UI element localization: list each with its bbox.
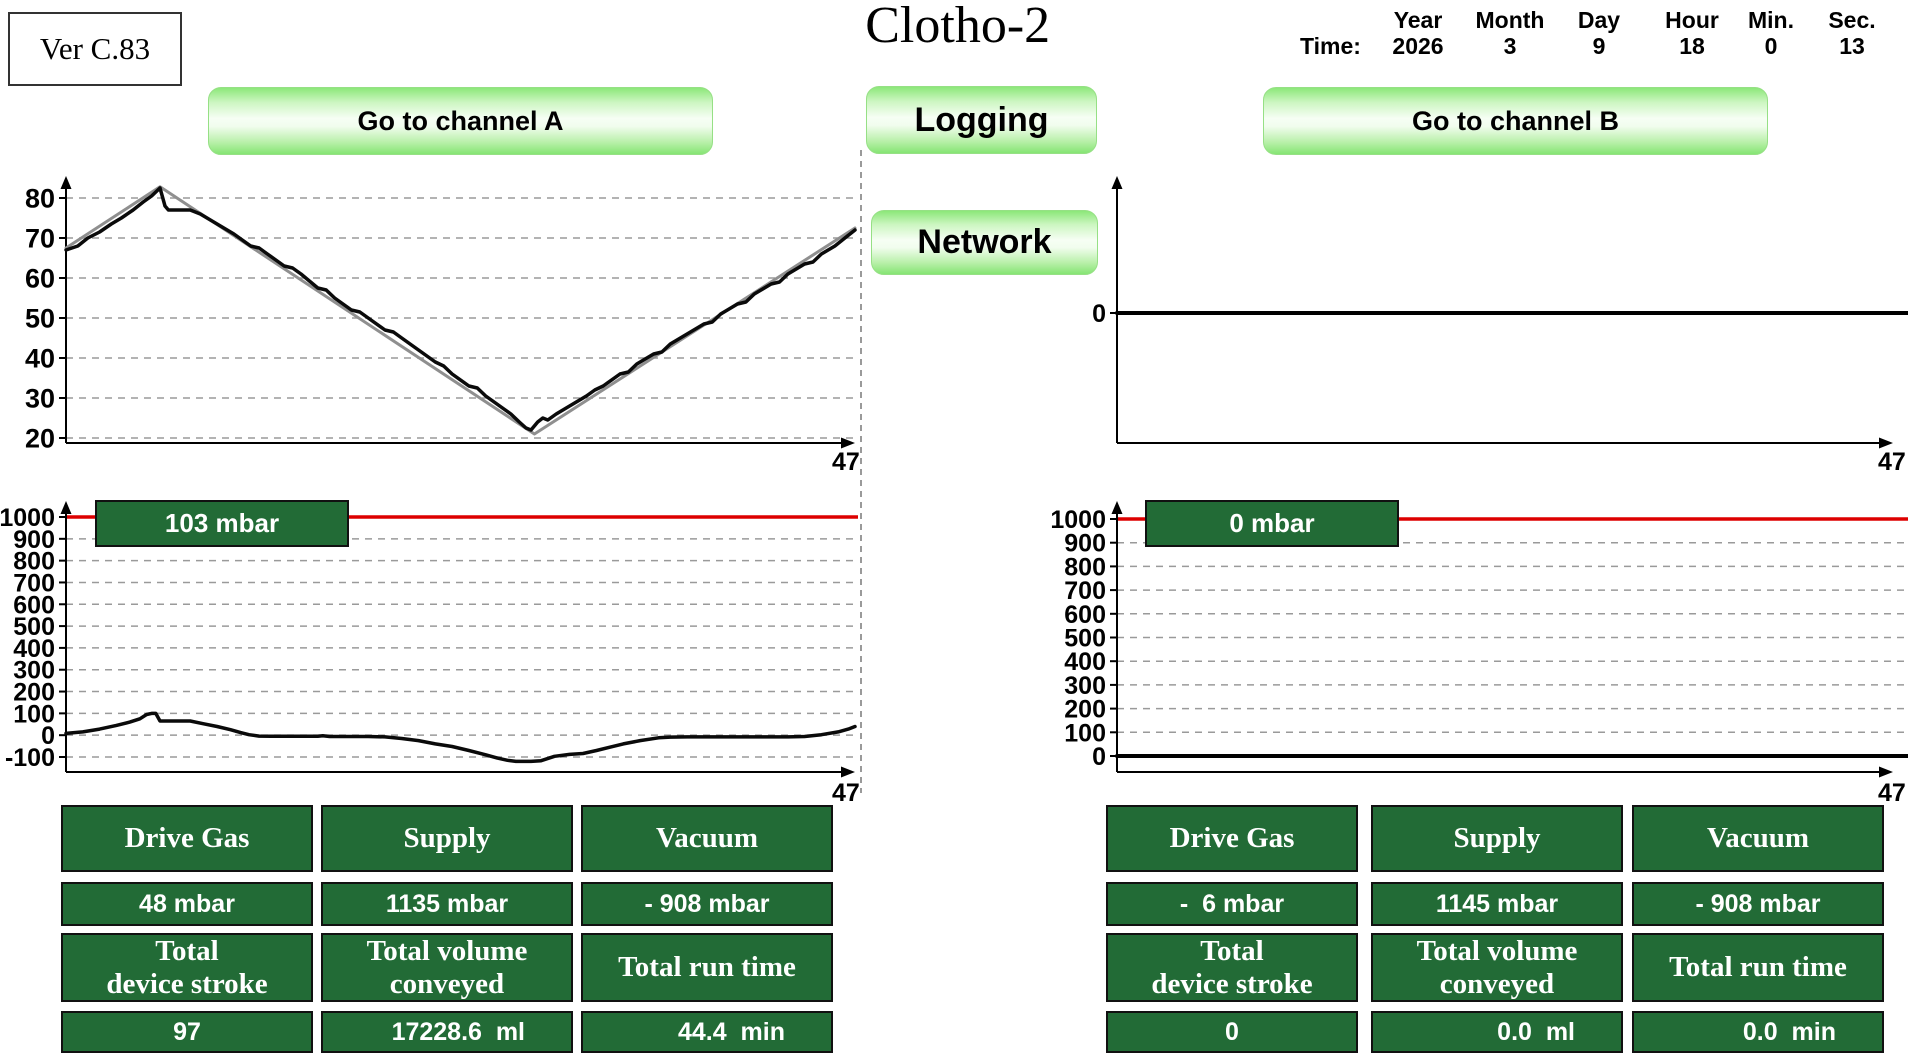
table-a-value-total-stroke: 97 [61,1011,313,1053]
table-a-value-total-volume: 17228.6 ml [321,1011,573,1053]
svg-text:300: 300 [13,657,55,685]
network-button[interactable]: Network [871,210,1098,275]
svg-text:20: 20 [25,424,55,454]
table-b-value-drive-gas: - 6 mbar [1106,882,1358,926]
version-label: Ver C.83 [39,31,151,66]
chart-channel-b-flow: 0 [1092,176,1908,449]
table-a-header-total-runtime: Total run time [581,933,833,1002]
svg-text:70: 70 [25,224,55,254]
logging-button[interactable]: Logging [866,86,1097,154]
svg-text:500: 500 [1064,625,1106,653]
time-field-label: Year [1393,7,1443,33]
svg-text:800: 800 [1064,553,1106,581]
time-field-month: Month 3 [1462,7,1558,59]
svg-text:0: 0 [1092,300,1106,328]
time-field-hour: Hour 18 [1644,7,1740,59]
svg-text:1000: 1000 [0,504,55,532]
svg-text:50: 50 [25,304,55,334]
table-b-value-vacuum: - 908 mbar [1632,882,1884,926]
svg-text:400: 400 [1064,648,1106,676]
svg-text:600: 600 [1064,601,1106,629]
time-field-label: Sec. [1828,7,1876,33]
time-field-min: Min. 0 [1723,7,1819,59]
time-field-value: 2026 [1392,33,1444,59]
time-field-label: Day [1577,7,1621,33]
time-field-sec: Sec. 13 [1804,7,1900,59]
time-field-year: Year 2026 [1370,7,1466,59]
time-field-label: Month [1475,7,1545,33]
svg-text:0: 0 [1092,743,1106,771]
x-axis-max-label: 47 [1878,779,1906,807]
table-b-value-total-runtime: 0.0 min [1632,1011,1884,1053]
svg-text:800: 800 [13,548,55,576]
svg-text:700: 700 [13,569,55,597]
time-field-day: Day 9 [1551,7,1647,59]
svg-text:200: 200 [13,679,55,707]
x-axis-max-label: 47 [1878,448,1906,476]
time-field-label: Hour [1665,7,1719,33]
table-b-header-drive-gas: Drive Gas [1106,805,1358,872]
page-title: Clotho-2 [865,0,1051,54]
chart-channel-a-flow: 20 30 40 50 60 70 80 [25,176,858,454]
table-b-header-total-stroke: Total device stroke [1106,933,1358,1002]
svg-text:900: 900 [13,526,55,554]
table-a-header-vacuum: Vacuum [581,805,833,872]
channel-b-pressure-badge: 0 mbar [1145,500,1399,547]
go-to-channel-a-button[interactable]: Go to channel A [208,87,713,155]
svg-text:80: 80 [25,184,55,214]
table-a-header-supply: Supply [321,805,573,872]
svg-text:600: 600 [13,591,55,619]
svg-text:1000: 1000 [1050,506,1106,534]
svg-text:900: 900 [1064,530,1106,558]
series-setpoint [64,185,857,436]
time-field-label: Min. [1748,7,1794,33]
svg-text:700: 700 [1064,577,1106,605]
time-field-value: 9 [1592,33,1606,59]
svg-text:100: 100 [1064,719,1106,747]
table-b-header-supply: Supply [1371,805,1623,872]
time-field-value: 18 [1679,33,1705,59]
time-field-value: 13 [1839,33,1865,59]
go-to-channel-b-button[interactable]: Go to channel B [1263,87,1768,155]
table-a-value-drive-gas: 48 mbar [61,882,313,926]
table-b-header-vacuum: Vacuum [1632,805,1884,872]
table-a-header-total-stroke: Total device stroke [61,933,313,1002]
table-b-value-total-volume: 0.0 ml [1371,1011,1623,1053]
svg-text:500: 500 [13,613,55,641]
table-b-header-total-runtime: Total run time [1632,933,1884,1002]
svg-text:40: 40 [25,344,55,374]
table-a-value-total-runtime: 44.4 min [581,1011,833,1053]
table-a-value-supply: 1135 mbar [321,882,573,926]
time-field-value: 0 [1764,33,1778,59]
svg-text:-100: -100 [5,744,55,772]
table-a-header-drive-gas: Drive Gas [61,805,313,872]
table-b-value-total-stroke: 0 [1106,1011,1358,1053]
svg-text:0: 0 [41,722,55,750]
svg-text:30: 30 [25,384,55,414]
version-box: Ver C.83 [8,12,182,86]
time-label: Time: [1300,33,1361,59]
time-field-value: 3 [1503,33,1517,59]
x-axis-max-label: 47 [832,779,860,807]
channel-a-pressure-badge: 103 mbar [95,500,349,547]
svg-text:300: 300 [1064,672,1106,700]
svg-text:60: 60 [25,264,55,294]
svg-text:200: 200 [1064,696,1106,724]
series-measured [64,186,857,432]
x-axis-max-label: 47 [832,448,860,476]
series-drive-gas-pressure [64,711,857,764]
table-a-value-vacuum: - 908 mbar [581,882,833,926]
table-b-value-supply: 1145 mbar [1371,882,1623,926]
table-a-header-total-volume: Total volume conveyed [321,933,573,1002]
table-b-header-total-volume: Total volume conveyed [1371,933,1623,1002]
svg-text:100: 100 [13,700,55,728]
svg-text:400: 400 [13,635,55,663]
